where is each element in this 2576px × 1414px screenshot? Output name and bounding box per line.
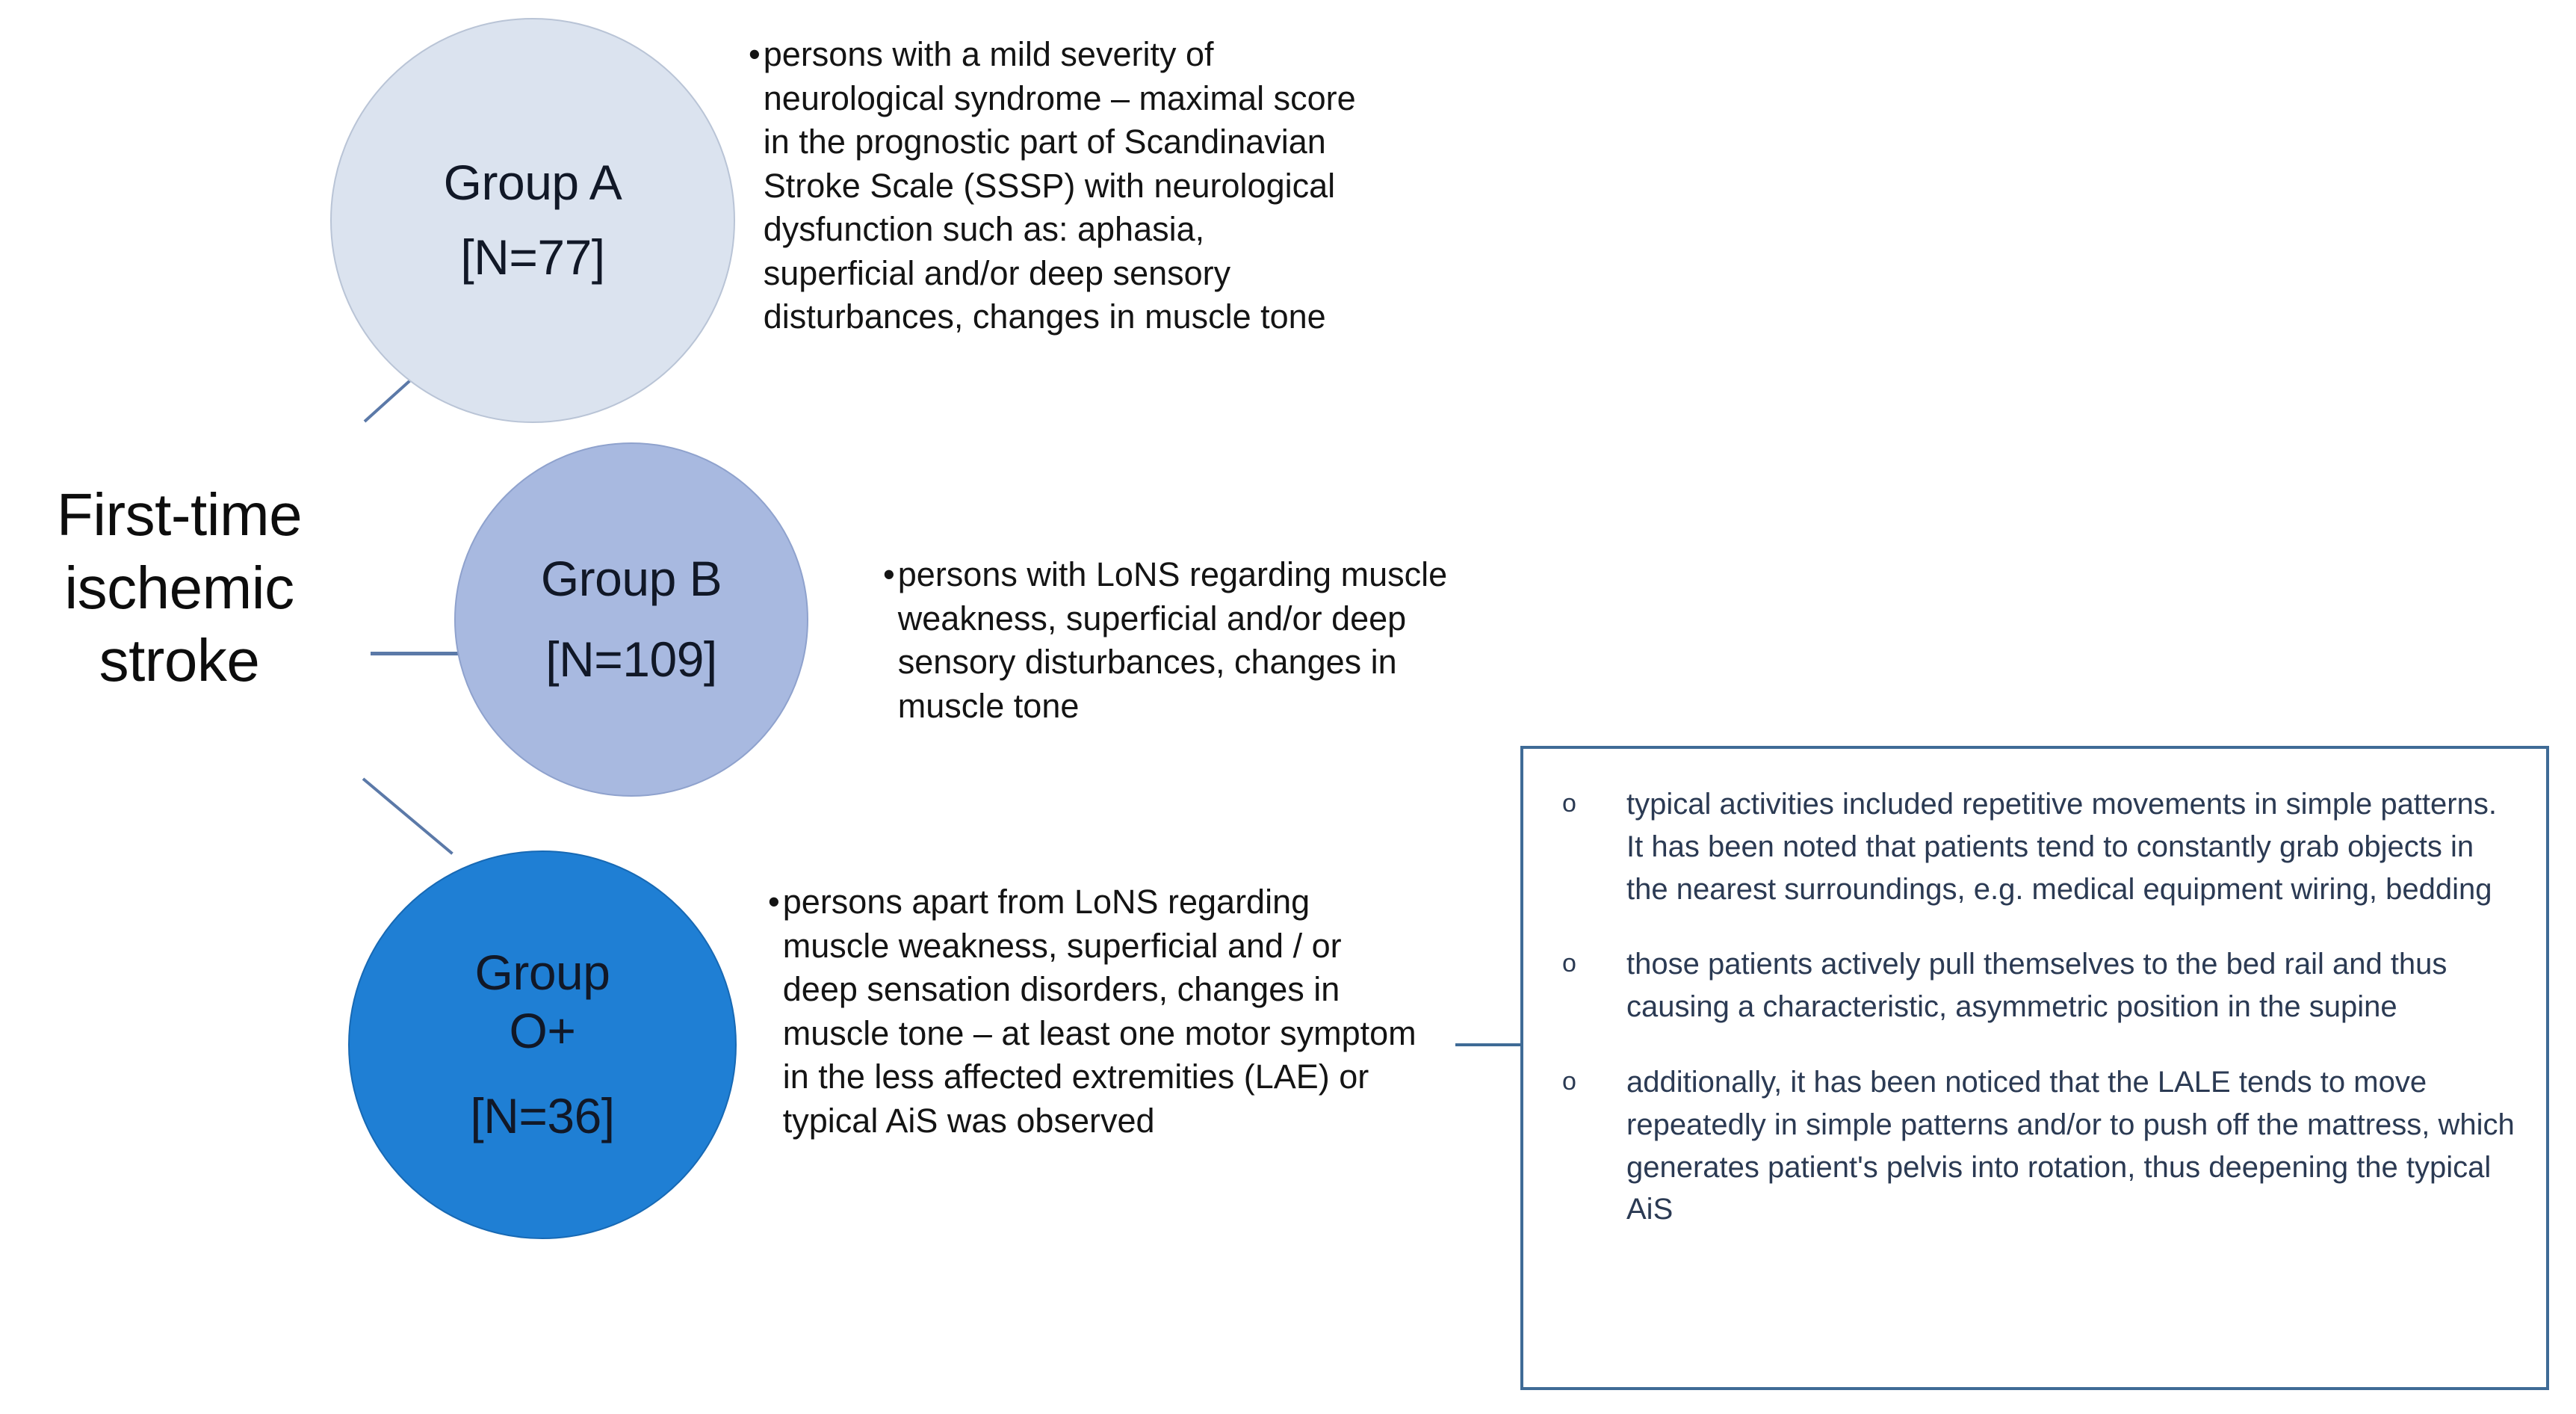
observation-item-text: those patients actively pull themselves … [1626,948,2447,1024]
group-b-circle: Group B [N=109] [454,442,808,797]
group-a-description-text: persons with a mild severity of neurolog… [763,35,1356,336]
observation-item: o those patients actively pull themselve… [1543,943,2516,1028]
bullet-row: • persons with LoNS regarding muscle wea… [883,553,1496,728]
group-o-name-line1: Group [474,945,610,1001]
bullet-row: • persons apart from LoNS regarding musc… [768,880,1418,1143]
observation-item: o typical activities included repetitive… [1543,783,2516,910]
observation-item-text: typical activities included repetitive m… [1626,788,2497,906]
group-a-description: • persons with a mild severity of neurol… [749,33,1361,339]
root-label: First-time ischemic stroke [56,481,303,694]
group-o-count: [N=36] [470,1087,615,1143]
circle-marker-icon: o [1562,789,1576,818]
connector-root-to-group-b [371,652,462,655]
group-b-description-text: persons with LoNS regarding muscle weakn… [897,555,1448,725]
group-a-circle: Group A [N=77] [330,18,735,423]
observation-item-text: additionally, it has been noticed that t… [1626,1065,2515,1226]
bullet-row: • persons with a mild severity of neurol… [749,33,1361,339]
connector-root-to-group-o [362,777,453,855]
group-o-name-line2: O+ [509,1003,576,1059]
group-b-name: Group B [540,551,722,607]
group-o-name: Group O+ [475,944,610,1060]
bullet-icon: • [883,555,895,593]
bullet-icon: • [768,883,780,921]
group-o-circle: Group O+ [N=36] [348,850,737,1239]
group-o-description: • persons apart from LoNS regarding musc… [768,880,1418,1143]
circle-marker-icon: o [1562,949,1576,978]
observation-item: o additionally, it has been noticed that… [1543,1061,2516,1231]
group-b-count: [N=109] [545,632,717,687]
bullet-icon: • [749,35,761,73]
observations-box: o typical activities included repetitive… [1520,746,2549,1390]
group-a-name: Group A [443,155,622,211]
group-a-count: [N=77] [460,229,605,285]
circle-marker-icon: o [1562,1066,1576,1096]
group-o-description-text: persons apart from LoNS regarding muscle… [782,883,1417,1140]
group-b-description: • persons with LoNS regarding muscle wea… [883,553,1496,728]
connector-group-o-to-info-box [1455,1043,1527,1046]
